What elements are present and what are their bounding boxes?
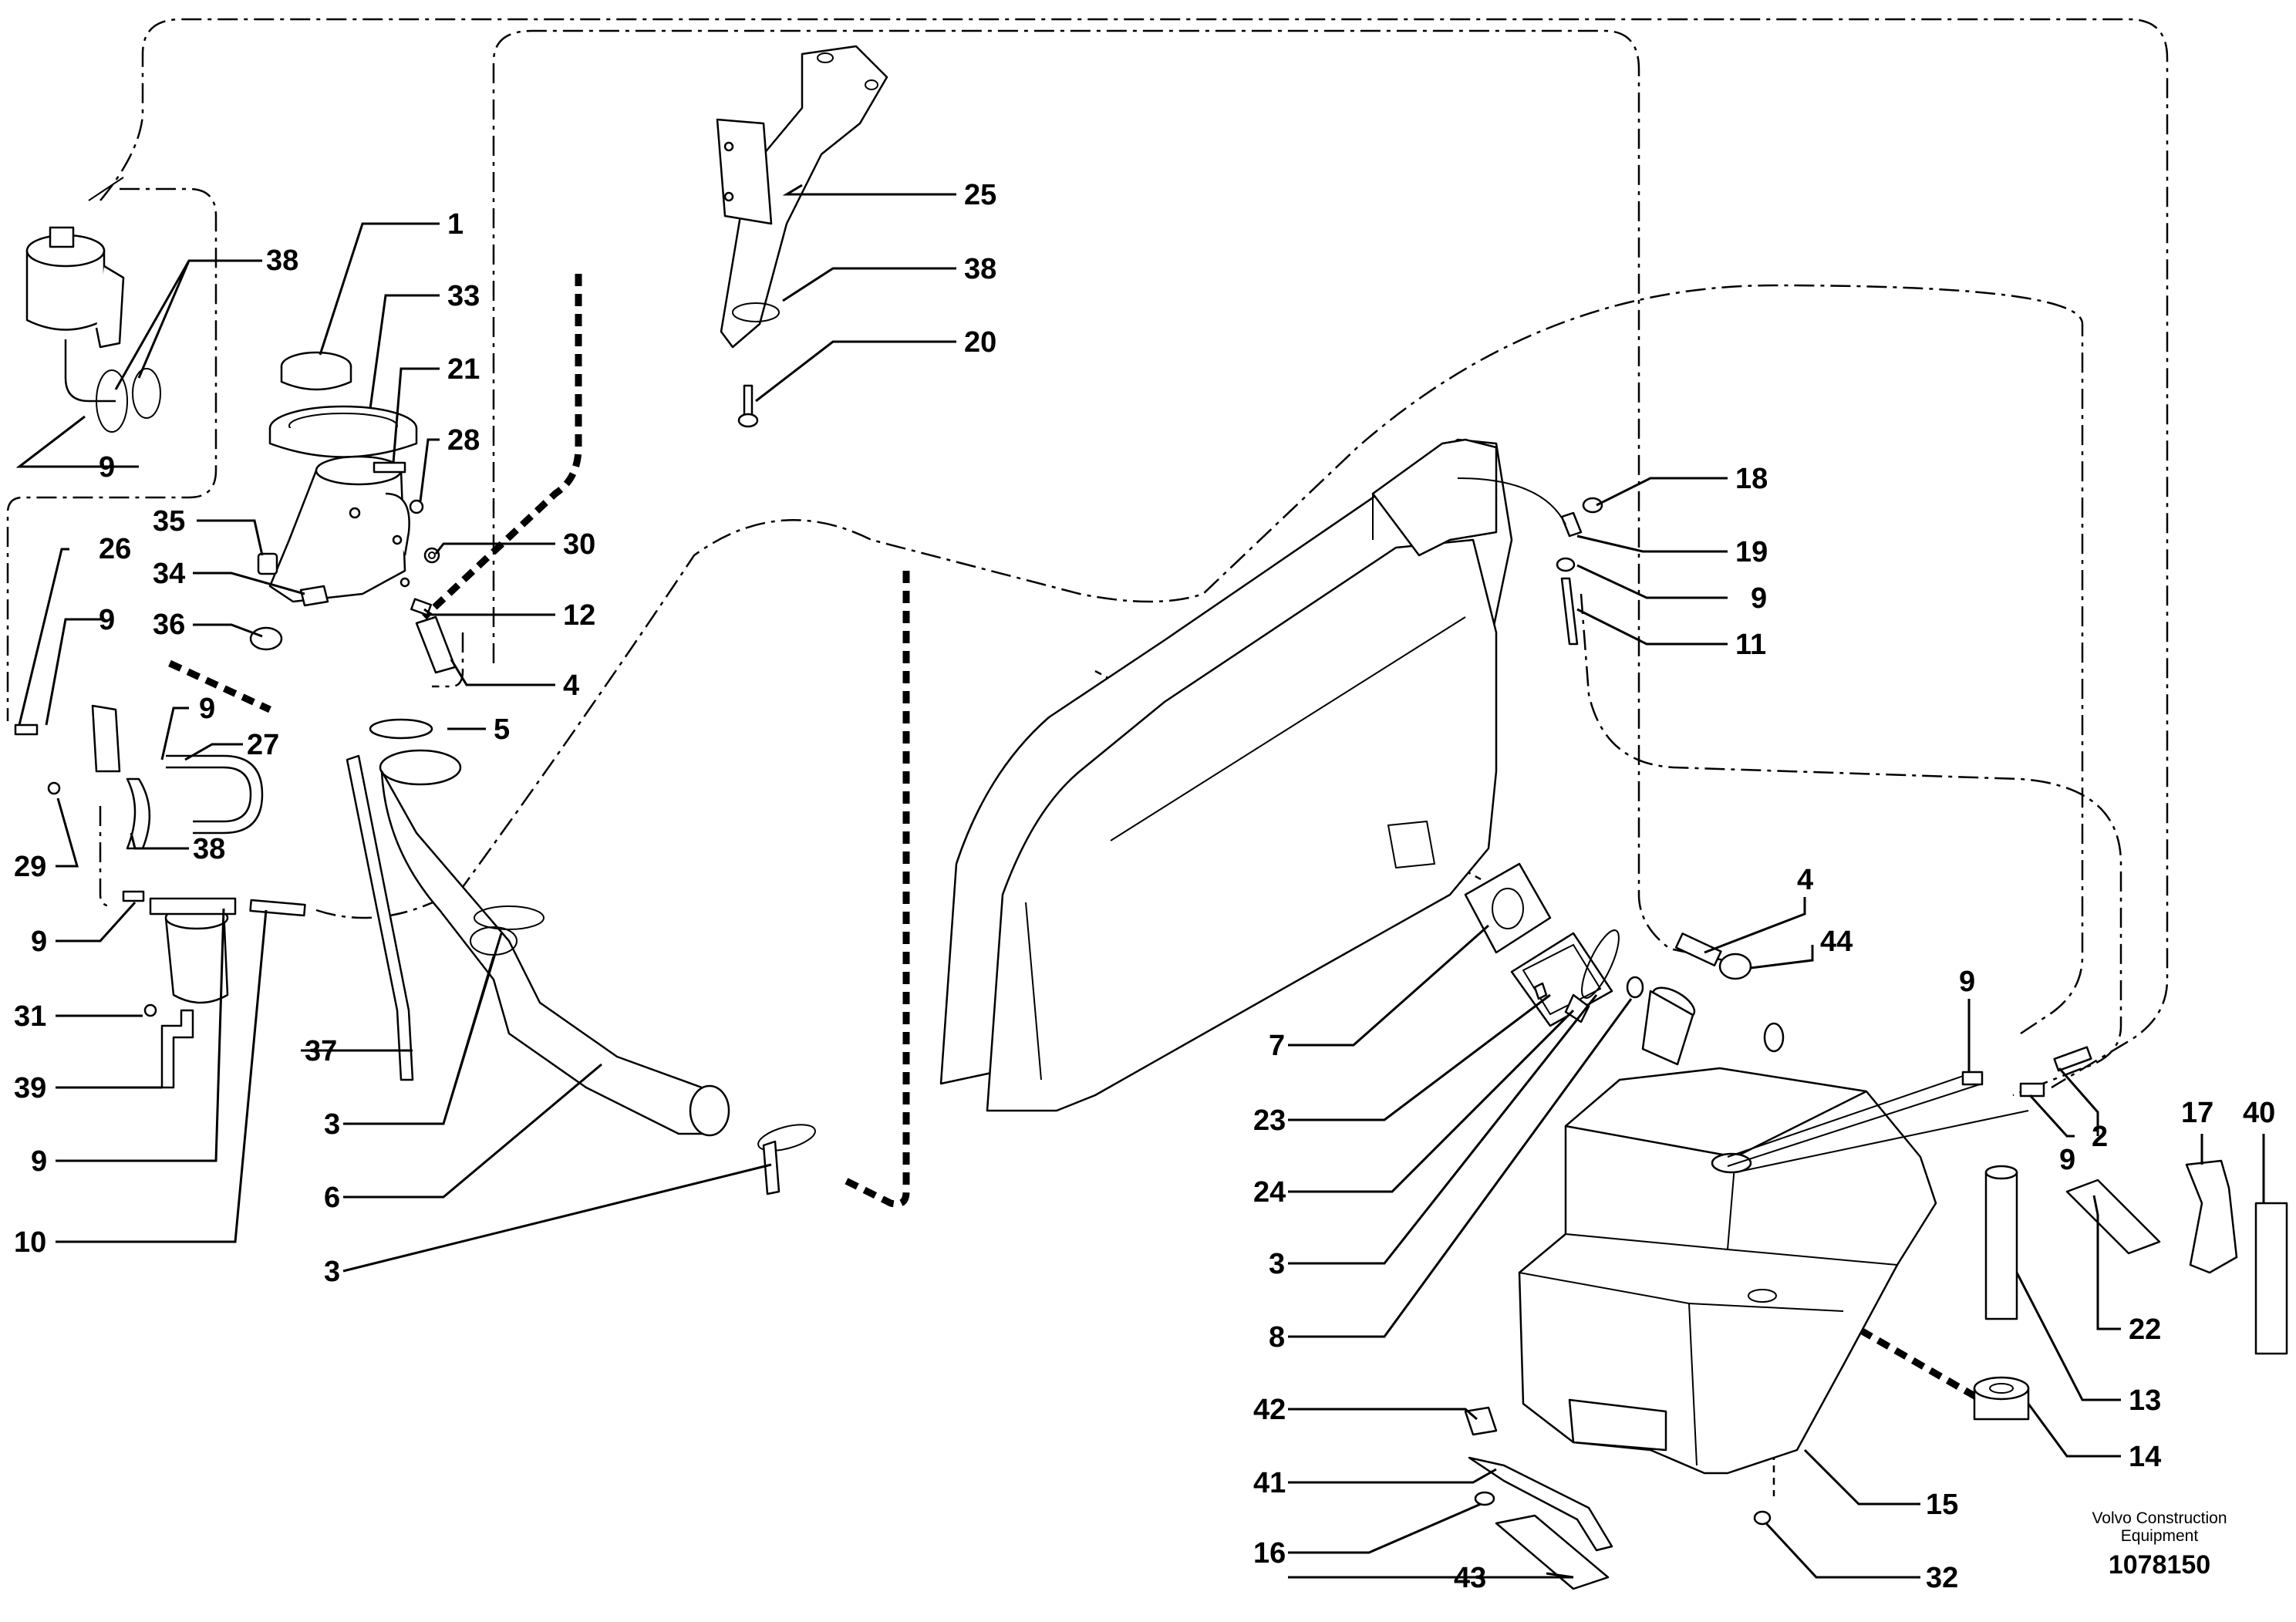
callout-9: 9 — [31, 1145, 47, 1178]
callout-25: 25 — [964, 179, 996, 211]
callout-42: 42 — [1253, 1394, 1286, 1426]
callout-36: 36 — [153, 609, 185, 641]
callout-11: 11 — [1735, 629, 1766, 661]
callout-3: 3 — [1269, 1248, 1285, 1280]
callout-17: 17 — [2181, 1097, 2213, 1129]
pipe-clamp — [757, 1124, 816, 1195]
callout-12: 12 — [563, 599, 595, 632]
callout-9: 9 — [2059, 1144, 2075, 1176]
callout-29: 29 — [14, 851, 46, 883]
callout-33: 33 — [447, 280, 480, 312]
callout-43: 43 — [1454, 1562, 1486, 1594]
callout-41: 41 — [1253, 1467, 1286, 1499]
callout-20: 20 — [964, 326, 996, 359]
short-hose — [410, 598, 457, 674]
callout-40: 40 — [2243, 1097, 2275, 1129]
callout-9: 9 — [31, 926, 47, 958]
callout-35: 35 — [153, 505, 185, 538]
callout-4: 4 — [1797, 864, 1813, 896]
callout-1: 1 — [447, 208, 464, 241]
callout-21: 21 — [447, 353, 480, 386]
callout-19: 19 — [1735, 536, 1768, 568]
support-rod — [1973, 1165, 2030, 1421]
bolt — [737, 384, 759, 428]
fuel-filter-upper — [25, 177, 161, 433]
callout-28: 28 — [447, 424, 480, 457]
company-name-line1: Volvo Construction — [2092, 1509, 2227, 1527]
callout-numbers: 1 33 38 21 28 9 35 30 26 34 9 12 36 4 9 … — [14, 179, 2275, 1594]
callout-9: 9 — [1959, 966, 1975, 998]
callout-10: 10 — [14, 1226, 46, 1259]
callout-34: 34 — [153, 558, 185, 590]
callout-16: 16 — [1253, 1537, 1286, 1570]
document-number: 1078150 — [2109, 1550, 2210, 1580]
callout-3: 3 — [324, 1108, 340, 1141]
mounting-bracket — [716, 45, 888, 349]
callout-14: 14 — [2129, 1441, 2161, 1473]
leader-lines — [15, 184, 2265, 1579]
sender-lines — [1727, 1046, 2092, 1173]
callout-9: 9 — [1751, 582, 1767, 615]
tank-clamps — [1533, 929, 1644, 1023]
callout-24: 24 — [1253, 1176, 1286, 1209]
callout-9: 9 — [99, 604, 115, 636]
callout-8: 8 — [1269, 1321, 1285, 1354]
filler-cap — [280, 351, 352, 391]
callout-5: 5 — [494, 713, 510, 746]
cover-plate — [1464, 862, 1613, 1027]
callout-9: 9 — [199, 693, 215, 725]
tank-strap — [1464, 1406, 1772, 1590]
fuel-tank — [1518, 986, 1937, 1475]
callout-38: 38 — [266, 244, 298, 277]
callout-9: 9 — [99, 451, 115, 484]
callout-39: 39 — [14, 1072, 46, 1104]
fuel-filter-lower — [122, 890, 306, 1089]
washers — [409, 499, 440, 564]
side-panel — [939, 438, 1513, 1112]
callout-32: 32 — [1926, 1562, 1958, 1594]
tank-hose — [1674, 932, 1752, 980]
return-hose — [14, 704, 264, 850]
callout-18: 18 — [1735, 463, 1768, 495]
callout-15: 15 — [1926, 1489, 1958, 1521]
routing-lines — [6, 18, 2169, 1097]
callout-44: 44 — [1820, 926, 1853, 958]
caption-block: Volvo Construction Equipment 1078150 — [2092, 1509, 2227, 1580]
callout-23: 23 — [1253, 1104, 1286, 1137]
callout-3: 3 — [324, 1256, 340, 1288]
callout-4: 4 — [563, 669, 579, 702]
callout-38: 38 — [193, 833, 225, 865]
callout-31: 31 — [14, 1000, 46, 1033]
callout-6: 6 — [324, 1182, 340, 1214]
callout-26: 26 — [99, 533, 131, 565]
small-fittings — [249, 552, 329, 651]
top-fittings — [1457, 477, 1603, 646]
filler-tube — [379, 749, 730, 1137]
callout-2: 2 — [2092, 1121, 2108, 1153]
company-name-line2: Equipment — [2121, 1527, 2199, 1545]
rubber-pads — [2065, 1159, 2288, 1355]
callout-7: 7 — [1269, 1030, 1285, 1062]
callout-13: 13 — [2129, 1384, 2161, 1417]
callout-27: 27 — [247, 729, 279, 761]
callout-38: 38 — [964, 253, 996, 285]
dipstick — [346, 754, 414, 1081]
callout-22: 22 — [2129, 1313, 2161, 1346]
filler-neck-housing — [268, 455, 410, 603]
callout-30: 30 — [563, 528, 595, 561]
callout-37: 37 — [305, 1035, 337, 1067]
hose-clamp — [369, 718, 433, 740]
